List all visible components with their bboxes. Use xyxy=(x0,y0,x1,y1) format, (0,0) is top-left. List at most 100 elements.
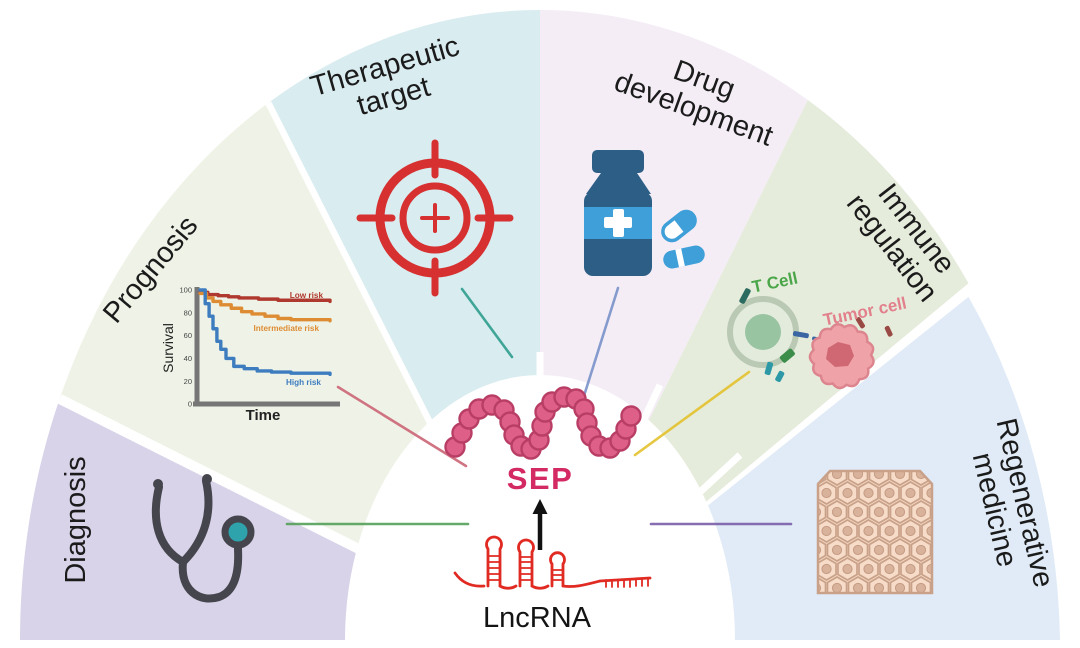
rna-right-tail xyxy=(561,576,652,588)
t-cell-receptors xyxy=(739,288,821,383)
tissue-cell-nucleus xyxy=(831,506,843,518)
stethoscope-left-tube xyxy=(151,483,187,566)
tissue-block-outline xyxy=(816,469,934,595)
connector-prognosis xyxy=(336,385,468,468)
tissue-cell-nucleus xyxy=(894,544,906,556)
tissue-cell-nucleus xyxy=(863,563,874,575)
chart-ytick-label: 20 xyxy=(184,377,192,386)
rna-hairpin-1-rungs xyxy=(487,555,501,581)
connector-lines xyxy=(285,286,793,526)
receptor-rod xyxy=(779,348,795,363)
connector-immune xyxy=(633,370,751,457)
label-diagnosis-text: Diagnosis xyxy=(60,456,92,583)
tissue-cell-nucleus xyxy=(873,582,885,593)
receptor-rod xyxy=(739,288,751,304)
tissue-block-icon xyxy=(816,469,934,595)
capsule-icon xyxy=(661,209,697,243)
tissue-cell-nucleus xyxy=(852,582,864,593)
receptor-rod xyxy=(764,361,774,376)
center-content: SEP LncRNA xyxy=(444,386,652,634)
tissue-cell-nucleus xyxy=(842,563,853,575)
tissue-cell-nucleus xyxy=(821,525,832,537)
tissue-cell-nucleus xyxy=(852,544,864,556)
chart-ylabel-group: Survival xyxy=(160,323,176,373)
survival-series-2 xyxy=(198,288,332,377)
sep-label: SEP xyxy=(507,461,574,496)
tissue-cell-nucleus xyxy=(873,544,885,556)
sep-bead xyxy=(620,405,642,427)
stethoscope-earpiece-left xyxy=(153,479,163,489)
stethoscope-right-tube xyxy=(179,477,213,566)
tissue-cell-nucleus xyxy=(821,487,832,499)
rna-hairpin-3-rungs xyxy=(551,569,564,581)
capsule-filled-half xyxy=(673,211,696,234)
chart-ytick-label: 100 xyxy=(179,286,192,295)
t-cell-nucleus xyxy=(745,314,781,350)
chart-ytick-label: 0 xyxy=(188,400,192,409)
receptor-rod xyxy=(792,331,809,339)
tissue-cell-nucleus xyxy=(884,525,895,537)
chart-ytick-label: 80 xyxy=(184,308,192,317)
label-diagnosis: Diagnosis xyxy=(60,456,92,583)
rna-left-tail xyxy=(453,571,486,588)
tissue-cell-nucleus xyxy=(915,544,927,556)
chart-ytick-label: 60 xyxy=(184,331,192,340)
target-inner-ring xyxy=(399,182,471,254)
lncrna-icon xyxy=(453,535,652,590)
tumor-receptor-rod xyxy=(855,317,865,329)
chart-xlabel: Time xyxy=(246,407,281,424)
sep-peptide-icon xyxy=(444,386,642,460)
receptor-rod xyxy=(775,370,785,383)
tissue-cell-nucleus xyxy=(842,525,853,537)
chart-ylabel: Survival xyxy=(160,323,176,373)
connector-drug xyxy=(581,286,620,401)
tissue-cell-nucleus xyxy=(842,487,853,499)
pill-body xyxy=(663,245,705,269)
tissue-cell-nucleus xyxy=(905,487,916,499)
tissue-cell-nucleus xyxy=(831,544,843,556)
rna-hairpin-2-rungs xyxy=(519,556,533,581)
connector-therapeutic xyxy=(460,287,514,359)
stethoscope-chestpiece xyxy=(221,515,255,549)
up-arrow-icon xyxy=(532,499,548,550)
tissue-cell-nucleus xyxy=(863,525,874,537)
tumor-receptor-rod xyxy=(884,325,893,337)
tissue-cell-nucleus xyxy=(915,506,927,518)
tissue-cell-nucleus xyxy=(905,525,916,537)
tissue-cell-nucleus xyxy=(852,506,864,518)
tissue-cell-nucleus xyxy=(831,582,843,593)
stethoscope-icon xyxy=(151,474,255,603)
tissue-cell-nucleus xyxy=(905,563,916,575)
pill-divider xyxy=(675,248,685,268)
tissue-cell xyxy=(818,500,827,524)
tissue-cell-nucleus xyxy=(863,487,874,499)
tissue-cell xyxy=(818,538,827,562)
chart-ytick-label: 40 xyxy=(184,354,192,363)
tumor-cell-nucleus xyxy=(826,342,854,367)
arrow-head xyxy=(532,499,548,514)
rna-link-1 xyxy=(498,584,518,590)
pill-icon xyxy=(663,245,705,269)
medicine-bottle-icon xyxy=(584,150,652,276)
bottle-shoulder xyxy=(586,173,651,194)
tissue-cells xyxy=(818,471,932,593)
chart-legend-label: Low risk xyxy=(290,291,324,300)
tissue-cell xyxy=(818,576,827,593)
tissue-cell-nucleus xyxy=(884,563,895,575)
bottle-cross-h xyxy=(604,217,632,228)
tissue-cell-nucleus xyxy=(821,563,832,575)
tissue-cell-nucleus xyxy=(894,506,906,518)
tissue-cell-nucleus xyxy=(873,506,885,518)
chart-legend-label: High risk xyxy=(286,378,321,387)
rna-tail-comb xyxy=(605,578,649,588)
lncrna-label: LncRNA xyxy=(483,602,592,634)
chart-legend-label: Intermediate risk xyxy=(253,324,319,333)
stethoscope-main-tube xyxy=(178,543,243,603)
tissue-cell-nucleus xyxy=(915,582,927,593)
tissue-cell-nucleus xyxy=(894,582,906,593)
rna-link-2 xyxy=(530,584,550,590)
